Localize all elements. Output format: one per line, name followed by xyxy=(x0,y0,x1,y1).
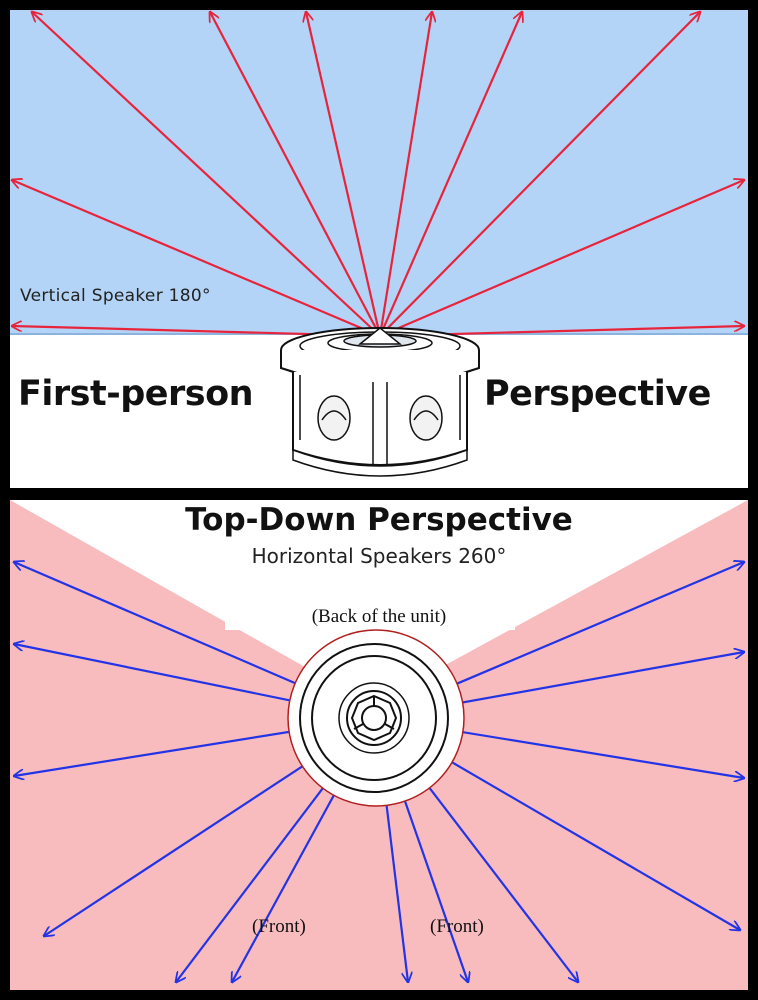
vertical-sound-rays xyxy=(12,12,744,338)
horizontal-speakers-label: Horizontal Speakers 260° xyxy=(251,544,507,568)
back-of-unit-label: (Back of the unit) xyxy=(311,606,447,627)
red-ray-8 xyxy=(379,12,700,337)
red-ray-5 xyxy=(306,12,382,337)
top-down-panel: Top-Down Perspective Horizontal Speakers… xyxy=(10,500,748,990)
first-person-heading: First-person xyxy=(18,374,254,414)
first-person-panel: Vertical Speaker 180° First-person Persp… xyxy=(10,10,748,488)
red-ray-6 xyxy=(378,12,432,337)
perspective-heading: Perspective xyxy=(484,374,711,414)
red-ray-7 xyxy=(378,12,522,337)
red-ray-2 xyxy=(12,180,381,338)
vertical-speaker-side-view-icon xyxy=(280,327,480,477)
front-right-label: (Front) xyxy=(430,916,484,937)
vertical-dispersion-diagram xyxy=(10,10,748,477)
top-down-title: Top-Down Perspective xyxy=(185,502,573,538)
speaker-top-view-icon xyxy=(287,629,465,807)
back-label-backdrop xyxy=(225,596,515,630)
vertical-speaker-label: Vertical Speaker 180° xyxy=(20,286,211,306)
sky-background xyxy=(10,10,748,334)
red-ray-3 xyxy=(32,12,381,337)
front-left-label: (Front) xyxy=(252,916,306,937)
horizontal-dispersion-diagram xyxy=(10,500,748,990)
red-ray-4 xyxy=(210,12,381,337)
red-ray-9 xyxy=(379,180,744,338)
